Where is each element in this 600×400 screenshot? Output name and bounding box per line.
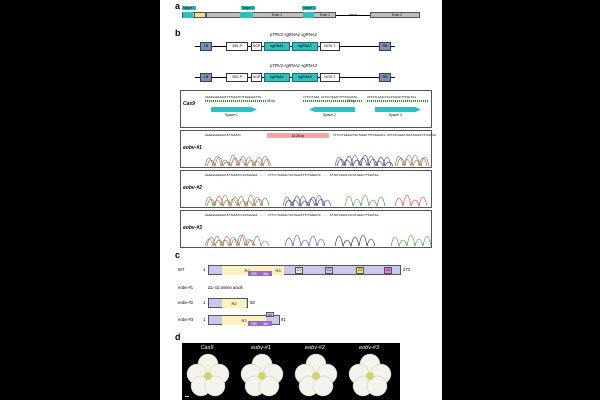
mutant1-label: eobv-#1: [183, 145, 202, 151]
eobv2-end: 58: [250, 300, 255, 305]
sgp-box-1: SGP: [251, 41, 262, 51]
target3-label: Target 3: [302, 5, 316, 11]
flower-label-eobv3: eobv-#3: [359, 345, 379, 351]
nos-box-1: NOS-T: [320, 41, 340, 51]
target2-label: Target 2: [241, 5, 255, 11]
exon2-region: [370, 12, 420, 18]
eobv3-rb-motif: R/B: [248, 321, 260, 326]
eobv1-note: Δ1-42 amino acids: [208, 285, 243, 290]
flower-label-eobv2: eobv-#2: [305, 345, 325, 351]
exon1-label: Exon 1: [272, 12, 282, 17]
reference-sequence-box: Cas9 AGAAGAAGAAATATTGGATCTTAGGGGCTTG CTT…: [180, 90, 432, 128]
panel-c-label: c: [175, 250, 181, 260]
chromatogram-3-trace: [205, 234, 431, 247]
spacer3-arrow: [375, 107, 421, 112]
ref-seq-1: AGAAGAAGAAATATTGGATCTTAGGGGCTTG: [205, 95, 261, 99]
lb-box-2: LB: [200, 72, 212, 82]
exon1b-label: Exon 1: [320, 12, 330, 17]
mutant3-label: eobv-#3: [183, 225, 202, 231]
flower-label-cas9: Cas9: [200, 345, 214, 351]
yellow-segment: [194, 12, 206, 18]
mutant3-seq: AGAAGAAGAAATATTGGATCCAATGGGAA ---- CTTCC…: [205, 213, 379, 217]
wt-label: WT: [178, 267, 185, 272]
panel-a-label: a: [175, 1, 181, 11]
aligned-seq-right: CTTCCTAAAGCTGCTGGACTTTTAAGGTG ATTATCAAAC…: [333, 133, 436, 137]
construct2-title: pTRV2-sgRNA1-sgRNA3: [270, 63, 317, 68]
eobv3-like-motif: like: [260, 321, 272, 326]
aligned-seq-left: AGAAGAAGAAATATTGGATC: [205, 133, 242, 137]
wt-like-motif: like: [260, 271, 272, 276]
ref-strand-3: [367, 100, 429, 102]
spacer3-label: Spacer 3: [389, 113, 402, 117]
mutant2-label: eobv-#2: [183, 185, 202, 191]
wt-c2-domain: C2: [325, 266, 333, 274]
eobv3-r3-motif: R3: [266, 312, 274, 317]
rb-box-2: RB: [379, 72, 391, 82]
eobv2-label: eobv-#2: [178, 300, 194, 305]
wt-start: 1: [203, 267, 206, 272]
target1-block: [183, 12, 193, 18]
eobv2-r2-domain: R2: [222, 298, 246, 308]
flower-label-eobv1: eobv-#1: [251, 345, 271, 351]
flower-cas9: [186, 353, 230, 397]
wt-rb-motif: R/B: [248, 271, 260, 276]
chromatogram-1-trace: [205, 154, 430, 167]
intron-label: Intron: [349, 12, 358, 17]
eobv1-label: eobv-#1: [178, 285, 194, 290]
ref-seq-3: ATTATCAAACTACATAAGCTTTGGTAA: [367, 95, 416, 99]
wt-r3-domain: R3: [272, 265, 284, 275]
mutant2-seq: AGAAGAAGAAATATTGGATCCAATGGGAA ---- CTTCC…: [205, 173, 379, 177]
wt-r2-domain: R2: [222, 265, 272, 275]
chromatogram-2-box: AGAAGAAGAAATATTGGATCCAATGGGAA ---- CTTCC…: [180, 170, 432, 208]
construct1-title: pTRV2-sgRNA1-sgRNA2: [270, 32, 317, 37]
eobv2-start: 1: [203, 300, 206, 305]
exon1-region: [206, 12, 336, 18]
figure-page: a Exon 1 Exon 1 Intron Exon 2 Target 1 T…: [160, 0, 442, 400]
flower-eobv2: [294, 353, 338, 397]
eobv3-r2-domain: R2: [222, 315, 266, 325]
cas9-ref-label: Cas9: [183, 101, 195, 107]
spacer2-label: Spacer 2: [323, 113, 336, 117]
spacer1-label: Spacer 1: [225, 113, 238, 117]
exon2-label: Exon 2: [392, 12, 402, 17]
target2-block: [240, 12, 253, 18]
wt-c4-domain: C4: [384, 266, 392, 274]
spacer1-arrow: [211, 107, 257, 112]
wt-c3-domain: C3: [356, 266, 364, 274]
ref-seq-2: CTTCCTAAA GCTGCTGGACTTTTAAGGTG: [303, 95, 358, 99]
promoter-box-1: 35S-P: [226, 41, 248, 51]
ref-strand-2: [303, 100, 363, 102]
wt-c1-domain: C1: [295, 266, 303, 274]
chromatogram-2-trace: [205, 194, 428, 207]
ref-strand-1: [205, 100, 267, 102]
sgp-box-2: SGP: [251, 72, 262, 82]
sgrna3-box-2: sgRNA3: [292, 72, 318, 82]
deletion-bar: Δ128 bp: [267, 133, 329, 138]
flower-eobv1: [240, 353, 284, 397]
chromatogram-3-box: AGAAGAAGAAATATTGGATCCAATGGGAA ---- CTTCC…: [180, 210, 432, 248]
spacer2-arrow: [309, 107, 355, 112]
eobv3-start: 1: [203, 317, 206, 322]
wt-end: 273: [403, 267, 410, 272]
nos-box-2: NOS-T: [320, 72, 340, 82]
scale-bar: [185, 396, 189, 397]
sgrna2-box-1: sgRNA2: [292, 41, 318, 51]
panel-d-label: d: [175, 332, 181, 342]
target1-label: Target 1: [182, 5, 196, 11]
wt-protein-bar: [208, 265, 401, 275]
chromatogram-1-box: AGAAGAAGAAATATTGGATC Δ128 bp CTTCCTAAAGC…: [180, 130, 436, 168]
eobv3-label: eobv-#3: [178, 317, 194, 322]
promoter-box-2: 35S-P: [226, 72, 248, 82]
eobv3-end: 91: [281, 317, 286, 322]
flower-eobv3: [348, 353, 392, 397]
sgrna1-box-2: sgRNA1: [264, 72, 290, 82]
lb-box-1: LB: [200, 41, 212, 51]
flower-photo-panel: Cas9 eobv-#1 eobv-#2 eobv-#3: [182, 343, 400, 400]
rb-box-1: RB: [379, 41, 391, 51]
sgrna1-box-1: sgRNA1: [264, 41, 290, 51]
target3-block: [303, 12, 314, 18]
panel-b-label: b: [175, 28, 181, 38]
gap1-label: 85 bp: [267, 99, 275, 103]
